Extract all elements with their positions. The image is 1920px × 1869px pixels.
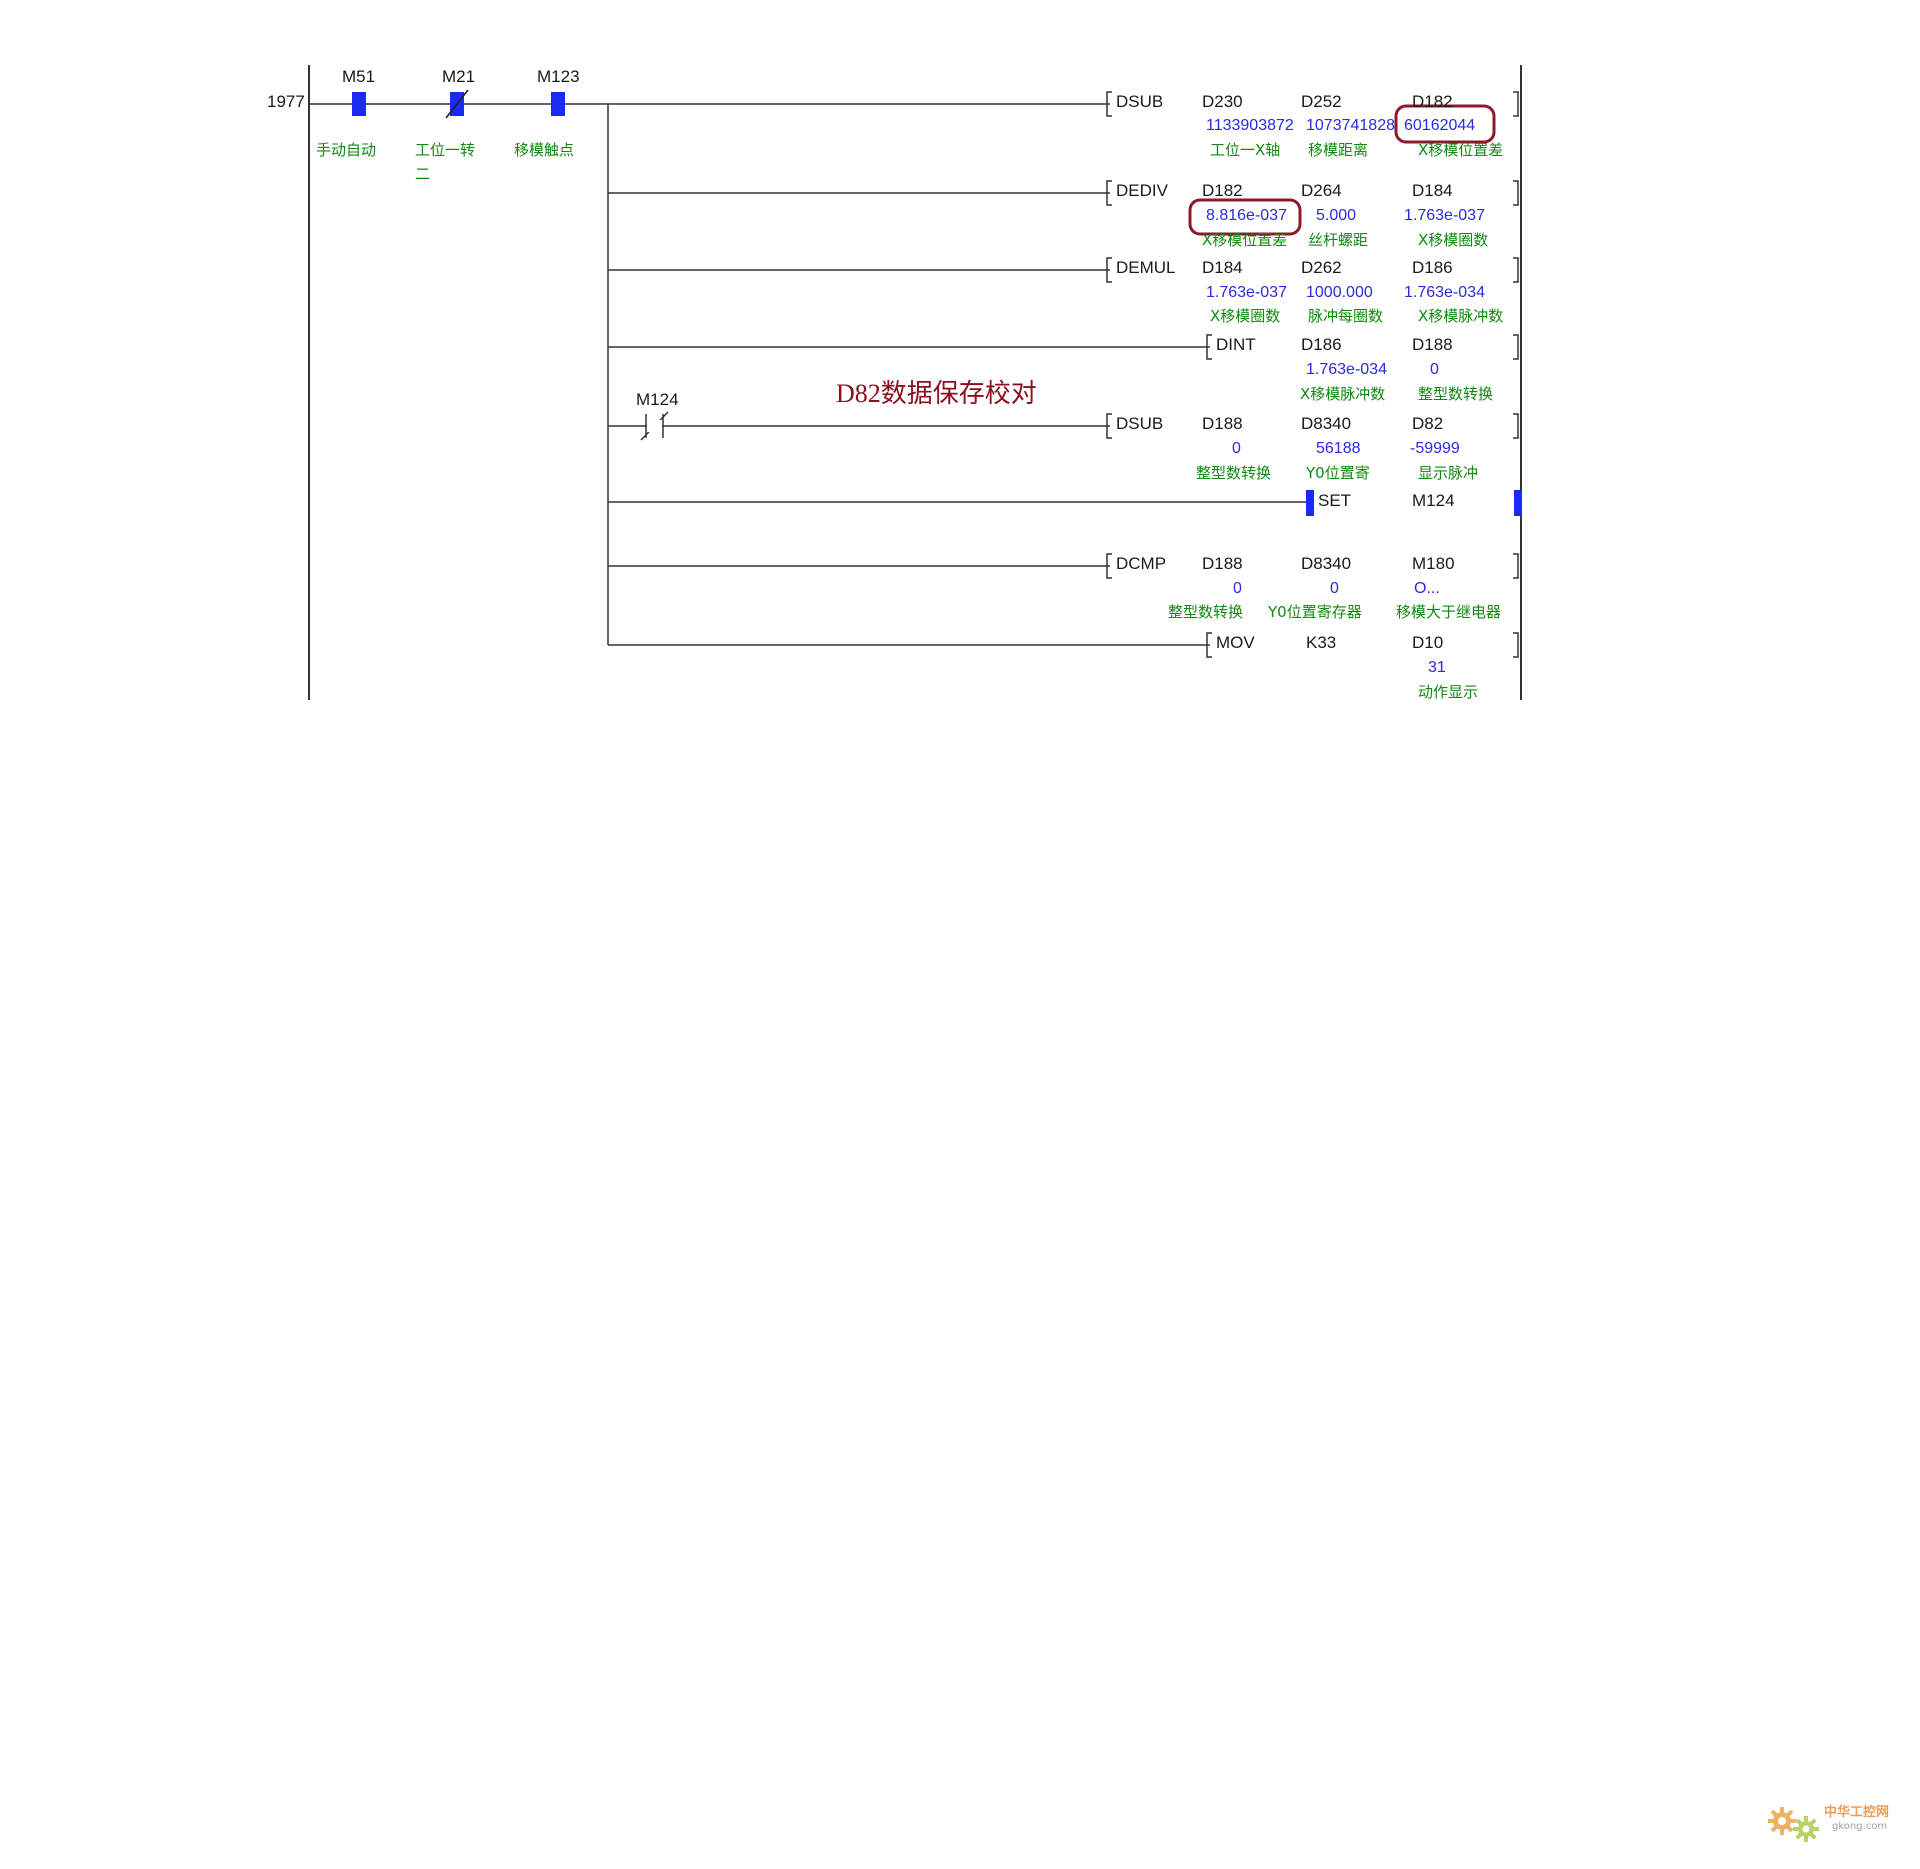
dediv-op3-comment: X移模圈数 — [1418, 231, 1489, 249]
bracket-dsub — [1106, 91, 1519, 117]
dediv-op2-device: D264 — [1301, 181, 1342, 200]
dediv-op3-value: 1.763e-037 — [1404, 207, 1485, 224]
dcmp-op3-comment: 移模大于继电器 — [1396, 603, 1502, 621]
dint-op1-value: 1.763e-034 — [1306, 361, 1387, 378]
demul-op2-comment: 脉冲每圈数 — [1308, 307, 1384, 325]
dsub-op2-device: D252 — [1301, 92, 1342, 111]
annotation-text: D82数据保存校对 — [836, 379, 1037, 408]
highlight-box-d182-value — [1394, 104, 1496, 144]
bracket-dsub2 — [1106, 413, 1519, 439]
instr-demul-op[interactable]: DEMUL — [1116, 258, 1176, 277]
set-op1-device: M124 — [1412, 491, 1455, 510]
instr-dint-op[interactable]: DINT — [1216, 335, 1256, 354]
dsub2-op3-device: D82 — [1412, 414, 1444, 433]
contact-m123-comment: 移模触点 — [514, 141, 575, 159]
watermark-url: gkong.com — [1832, 1821, 1888, 1832]
dsub-op2-value: 1073741828 — [1306, 117, 1395, 134]
demul-op3-device: D186 — [1412, 258, 1453, 277]
dcmp-op1-device: D188 — [1202, 554, 1243, 573]
dint-op1-device: D186 — [1301, 335, 1342, 354]
contact-m51-comment: 手动自动 — [316, 141, 377, 159]
contact-m123-device: M123 — [537, 67, 580, 86]
mov-op2-value: 31 — [1428, 659, 1446, 676]
dcmp-op2-value: 0 — [1330, 580, 1339, 597]
dcmp-op2-device: D8340 — [1301, 554, 1352, 573]
mov-op2-device: D10 — [1412, 633, 1444, 652]
bracket-dint — [1206, 334, 1519, 360]
dsub2-op1-device: D188 — [1202, 414, 1243, 433]
ladder-diagram — [308, 65, 1522, 700]
instr-dsub2-op[interactable]: DSUB — [1116, 414, 1164, 433]
demul-op1-value: 1.763e-037 — [1206, 284, 1287, 301]
dsub2-op1-comment: 整型数转换 — [1196, 464, 1272, 482]
dsub-op3-comment: X移模位置差 — [1418, 141, 1504, 159]
watermark-logo: 中华工控网 gkong.com — [1762, 1795, 1902, 1851]
gear-icon — [1768, 1807, 1819, 1842]
contact-m21-comment: 工位一转 — [415, 141, 476, 159]
dcmp-op3-value: O... — [1414, 580, 1440, 597]
dsub2-op2-value: 56188 — [1316, 440, 1361, 457]
demul-op2-value: 1000.000 — [1306, 284, 1373, 301]
instr-dcmp-op[interactable]: DCMP — [1116, 554, 1167, 573]
dediv-op1-device: D182 — [1202, 181, 1243, 200]
dint-op2-comment: 整型数转换 — [1418, 385, 1494, 403]
dsub2-op2-device: D8340 — [1301, 414, 1352, 433]
bracket-mov — [1206, 632, 1519, 658]
contact-m123[interactable] — [551, 92, 565, 116]
mov-op1-device: K33 — [1306, 633, 1337, 652]
dsub-op1-device: D230 — [1202, 92, 1243, 111]
dsub2-op2-comment: Y0位置寄 — [1306, 464, 1370, 482]
contact-m21-device: M21 — [442, 67, 476, 86]
highlight-box-dediv-d182-value — [1188, 198, 1302, 236]
dsub-op2-comment: 移模距离 — [1308, 141, 1369, 159]
dsub2-op3-value: -59999 — [1410, 440, 1460, 457]
bracket-set — [1306, 490, 1522, 516]
dediv-op2-comment: 丝杆螺距 — [1308, 231, 1369, 249]
dediv-op2-value: 5.000 — [1316, 207, 1357, 224]
contact-m51-device: M51 — [342, 67, 376, 86]
rung-number: 1977 — [267, 92, 305, 111]
dsub-op1-value: 1133903872 — [1206, 117, 1294, 134]
mov-op2-comment: 动作显示 — [1418, 683, 1479, 701]
dsub-op1-comment: 工位一X轴 — [1210, 141, 1281, 159]
contact-m21-nc-slash — [445, 89, 469, 119]
bracket-dediv — [1106, 180, 1519, 206]
dsub-op3-device: D182 — [1412, 92, 1453, 111]
contact-m124-device: M124 — [636, 390, 679, 409]
watermark-cn: 中华工控网 — [1824, 1805, 1890, 1820]
contact-m51[interactable] — [352, 92, 366, 116]
dcmp-op3-device: M180 — [1412, 554, 1455, 573]
demul-op2-device: D262 — [1301, 258, 1342, 277]
instr-dediv-op[interactable]: DEDIV — [1116, 181, 1168, 200]
dediv-op1-comment: X移模位置差 — [1202, 231, 1288, 249]
dcmp-op1-value: 0 — [1233, 580, 1242, 597]
dint-op1-comment: X移模脉冲数 — [1300, 385, 1386, 403]
dint-op2-device: D188 — [1412, 335, 1453, 354]
dcmp-op1-comment: 整型数转换 — [1168, 603, 1244, 621]
instr-set-op[interactable]: SET — [1318, 491, 1352, 510]
instr-dsub-op[interactable]: DSUB — [1116, 92, 1164, 111]
dsub-op3-value: 60162044 — [1404, 117, 1476, 134]
contact-m21-comment-line2: 二 — [415, 165, 431, 183]
demul-op1-comment: X移模圈数 — [1210, 307, 1281, 325]
dcmp-op2-comment: Y0位置寄存器 — [1268, 603, 1362, 621]
dint-op2-value: 0 — [1430, 361, 1439, 378]
demul-op1-device: D184 — [1202, 258, 1243, 277]
dediv-op1-value: 8.816e-037 — [1206, 207, 1287, 224]
instr-mov-op[interactable]: MOV — [1216, 633, 1255, 652]
dediv-op3-device: D184 — [1412, 181, 1453, 200]
bracket-demul — [1106, 257, 1519, 283]
demul-op3-comment: X移模脉冲数 — [1418, 307, 1504, 325]
demul-op3-value: 1.763e-034 — [1404, 284, 1485, 301]
dsub2-op1-value: 0 — [1232, 440, 1241, 457]
dsub2-op3-comment: 显示脉冲 — [1418, 464, 1479, 482]
bracket-dcmp — [1106, 553, 1519, 579]
